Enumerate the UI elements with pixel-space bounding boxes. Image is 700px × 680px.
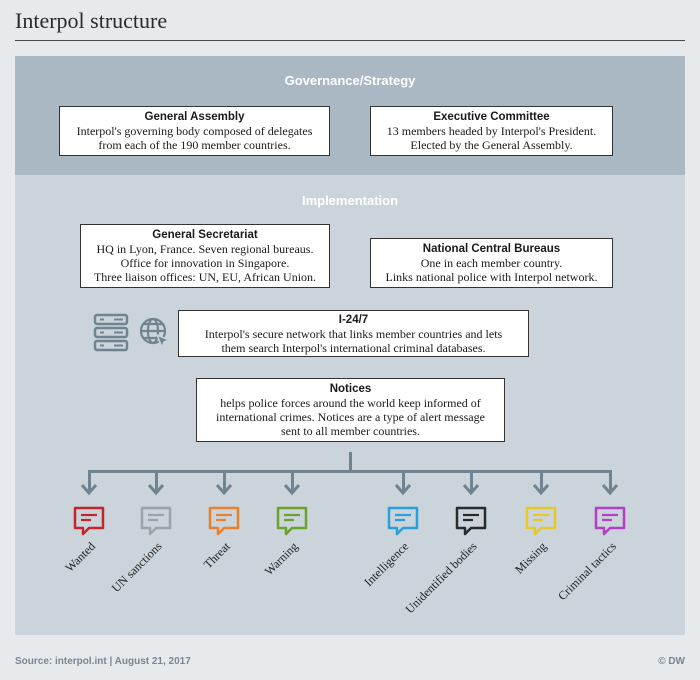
notices-text-2: international crimes. Notices are a type… xyxy=(216,410,485,424)
general-assembly-text-1: Interpol's governing body composed of de… xyxy=(76,124,313,138)
implementation-label: Implementation xyxy=(301,193,399,208)
branch-line-un-sanctions xyxy=(155,471,158,491)
national-central-bureaus-text-2: Links national police with Interpol netw… xyxy=(385,270,598,284)
branch-line-criminal-tactics xyxy=(609,471,612,491)
arrow-down-icon xyxy=(80,484,98,496)
arrow-down-icon xyxy=(601,484,619,496)
executive-committee-heading: Executive Committee xyxy=(433,111,550,123)
i247-text-1: Interpol's secure network that links mem… xyxy=(204,327,503,341)
page-title: Interpol structure xyxy=(15,8,168,33)
footer-source: Source: interpol.int | August 21, 2017 xyxy=(15,656,191,667)
branch-line-wanted xyxy=(88,471,91,491)
branch-line-missing xyxy=(540,471,543,491)
notices-branch-line xyxy=(88,470,612,473)
general-assembly-text-2: from each of the 190 member countries. xyxy=(98,138,291,152)
executive-committee-text-1: 13 members headed by Interpol's Presiden… xyxy=(386,124,597,138)
arrow-down-icon xyxy=(462,484,480,496)
title-divider xyxy=(15,40,685,41)
speech-bubble-icon-criminal-tactics xyxy=(594,506,626,536)
branch-line-unidentified-bodies xyxy=(470,471,473,491)
national-central-bureaus-heading: National Central Bureaus xyxy=(422,243,561,255)
speech-bubble-icon-wanted xyxy=(73,506,105,536)
executive-committee-text-2: Elected by the General Assembly. xyxy=(410,138,573,152)
speech-bubble-icon-un-sanctions xyxy=(140,506,172,536)
general-secretariat-text-3: Three liaison offices: UN, EU, African U… xyxy=(93,270,317,284)
arrow-down-icon xyxy=(532,484,550,496)
footer-brand: © DW xyxy=(658,656,685,667)
national-central-bureaus-box: National Central Bureaus One in each mem… xyxy=(370,238,613,288)
speech-bubble-icon-missing xyxy=(525,506,557,536)
arrow-down-icon xyxy=(394,484,412,496)
i247-heading: I-24/7 xyxy=(338,314,369,326)
national-central-bureaus-text-1: One in each member country. xyxy=(420,256,563,270)
branch-line-intelligence xyxy=(402,471,405,491)
i247-box: I-24/7 Interpol's secure network that li… xyxy=(178,310,529,357)
i247-text-2: them search Interpol's international cri… xyxy=(221,341,486,355)
notices-text-3: sent to all member countries. xyxy=(281,424,420,438)
general-assembly-heading: General Assembly xyxy=(144,111,245,123)
speech-bubble-icon-unidentified-bodies xyxy=(455,506,487,536)
general-secretariat-text-1: HQ in Lyon, France. Seven regional burea… xyxy=(96,242,314,256)
notices-heading: Notices xyxy=(329,383,372,395)
governance-label: Governance/Strategy xyxy=(284,73,416,88)
speech-bubble-icon-intelligence xyxy=(387,506,419,536)
branch-line-warning xyxy=(291,471,294,491)
general-assembly-box: General Assembly Interpol's governing bo… xyxy=(59,106,330,156)
general-secretariat-text-2: Office for innovation in Singapore. xyxy=(120,256,290,270)
general-secretariat-heading: General Secretariat xyxy=(152,229,258,241)
notices-text-1: helps police forces around the world kee… xyxy=(220,396,481,410)
server-icon xyxy=(93,313,129,352)
speech-bubble-icon-warning xyxy=(276,506,308,536)
branch-line-threat xyxy=(223,471,226,491)
speech-bubble-icon-threat xyxy=(208,506,240,536)
arrow-down-icon xyxy=(283,484,301,496)
arrow-down-icon xyxy=(215,484,233,496)
arrow-down-icon xyxy=(147,484,165,496)
general-secretariat-box: General Secretariat HQ in Lyon, France. … xyxy=(80,224,330,288)
notices-stem-line xyxy=(349,452,352,472)
globe-network-icon xyxy=(139,317,171,349)
executive-committee-box: Executive Committee 13 members headed by… xyxy=(370,106,613,156)
notices-box: Notices helps police forces around the w… xyxy=(196,378,505,442)
